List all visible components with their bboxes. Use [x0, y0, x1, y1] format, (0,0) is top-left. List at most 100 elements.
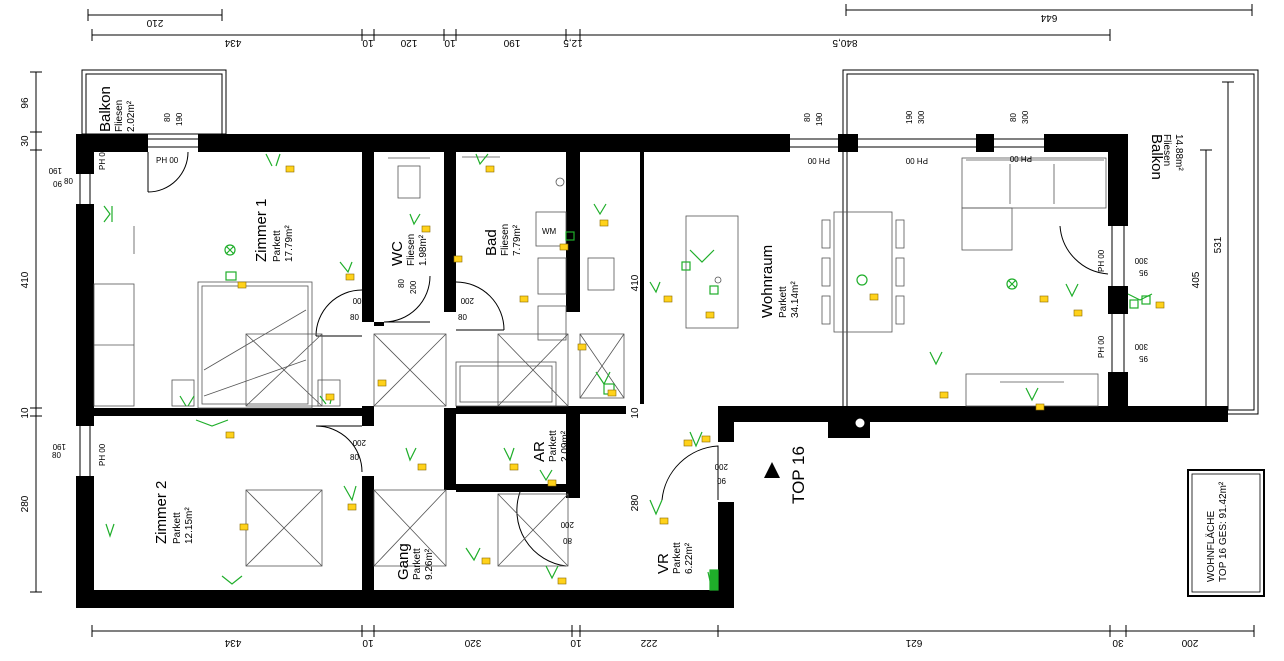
dim-bottom-200: 200	[1181, 637, 1198, 648]
dim-left-280: 280	[20, 495, 31, 512]
ph-label: PH 00	[98, 147, 107, 170]
door-h: 200	[714, 462, 728, 471]
room-name: Balkon	[1148, 134, 1165, 180]
sideboard	[965, 373, 1099, 407]
bathtub	[455, 361, 557, 407]
window-h: 300	[1134, 342, 1148, 351]
ph-label: PH 00	[1009, 154, 1032, 163]
room-material: Parkett	[672, 542, 683, 574]
room-label-zimmer2: Zimmer 2 Parkett 12.15m²	[153, 481, 195, 544]
dim-left-96: 96	[20, 97, 31, 109]
room-label-ar: AR Parkett 2.09m²	[531, 430, 571, 462]
annotation-tags	[225, 165, 1165, 585]
window-w: 90	[53, 179, 62, 188]
walls	[76, 134, 1228, 608]
window-w: 80	[64, 177, 73, 186]
room-material: Fliesen	[1161, 134, 1172, 166]
room-area: 7.79m²	[512, 224, 523, 256]
door-w: 80	[563, 536, 572, 545]
window-w: 80	[163, 113, 172, 122]
window-h: 190	[48, 166, 62, 175]
dim-bottom-434: 434	[224, 637, 241, 648]
summary-title: WOHNFLÄCHE	[1205, 511, 1217, 582]
dim-top-120: 120	[400, 37, 417, 48]
dim-bottom-621: 621	[905, 637, 922, 648]
dim-right-405: 405	[1191, 271, 1202, 288]
dim-top-12-5: 12,5	[563, 37, 583, 48]
dim-bottom-30: 30	[1112, 637, 1124, 648]
dim-bottom-222: 222	[640, 637, 657, 648]
entrance-triangle-icon	[764, 462, 780, 478]
dim-inner-280: 280	[630, 494, 641, 511]
ph-label: PH 00	[1097, 335, 1106, 358]
ph-label: PH 00	[156, 156, 179, 165]
window-w: 95	[1139, 268, 1148, 277]
room-area: 14.88m²	[1173, 134, 1184, 171]
door-w: 80	[397, 279, 406, 288]
dim-top-434: 434	[224, 37, 241, 48]
dimension-lines: 210 644 434 10 120 10 190 12,5 840,5 434…	[20, 4, 1255, 648]
dim-top-644: 644	[1040, 12, 1057, 23]
window-h: 190	[175, 112, 184, 126]
kitchen-island	[685, 215, 739, 329]
room-label-wohnraum: Wohnraum Parkett 34.14m²	[759, 245, 801, 318]
column-marker	[854, 417, 866, 429]
door-w: 90	[717, 476, 726, 485]
room-material: Fliesen	[114, 100, 125, 132]
dim-inner-410a: 410	[630, 274, 641, 291]
door-swings	[147, 151, 1109, 567]
room-name: Wohnraum	[759, 245, 776, 318]
dining-table	[833, 211, 893, 333]
door-h: 200	[352, 296, 366, 305]
door-h: 200	[352, 438, 366, 447]
room-label-balkon-small: Balkon Fliesen 2.02m²	[97, 86, 137, 132]
unit-label: TOP 16	[789, 446, 808, 504]
window-h: 190	[815, 112, 824, 126]
dim-left-10: 10	[20, 407, 31, 419]
door-w: 80	[350, 453, 359, 462]
summary-value: TOP 16 GES: 91.42m²	[1218, 481, 1229, 582]
furniture	[93, 156, 1107, 567]
window-h: 300	[917, 110, 926, 124]
bed	[197, 281, 313, 409]
room-name: VR	[655, 553, 672, 574]
ph-label: PH 00	[1097, 249, 1106, 272]
room-name: WC	[389, 241, 406, 266]
window-h: 190	[52, 442, 66, 451]
sofa	[961, 157, 1107, 209]
room-name: Bad	[483, 229, 500, 256]
room-label-wc: WC Fliesen 1.98m²	[389, 234, 429, 266]
dim-left-410: 410	[20, 271, 31, 288]
door-w: 80	[458, 313, 467, 322]
room-label-gang: Gang Parkett 9.26m²	[395, 543, 435, 580]
room-area: 17.79m²	[284, 225, 295, 262]
room-name: Zimmer 1	[253, 199, 270, 262]
room-material: Parkett	[272, 230, 283, 262]
window-h: 300	[1134, 256, 1148, 265]
washer-label: WM	[542, 227, 557, 236]
room-label-bad: Bad Fliesen 7.79m²	[483, 224, 523, 256]
room-area: 9.26m²	[424, 548, 435, 580]
dim-top-840-5: 840,5	[832, 37, 857, 48]
door-h: 200	[460, 296, 474, 305]
washer-box	[535, 211, 567, 247]
room-label-zimmer1: Zimmer 1 Parkett 17.79m²	[253, 199, 295, 262]
dim-bottom-10b: 10	[570, 637, 582, 648]
room-material: Fliesen	[500, 224, 511, 256]
dim-right-531: 531	[1213, 236, 1224, 253]
dim-top-10b: 10	[444, 37, 456, 48]
dim-bottom-10a: 10	[362, 637, 374, 648]
room-label-balkon-large: Balkon Fliesen 14.88m²	[1148, 134, 1184, 180]
ph-label: PH 00	[905, 156, 928, 165]
door-h: 200	[560, 520, 574, 529]
room-area: 2.02m²	[126, 100, 137, 132]
room-material: Parkett	[778, 286, 789, 318]
window-lines	[79, 138, 1125, 476]
room-area: 1.98m²	[418, 234, 429, 266]
ph-label: PH 00	[807, 156, 830, 165]
window-w: 95	[1139, 354, 1148, 363]
dim-top-190: 190	[503, 37, 520, 48]
room-area: 12.15m²	[184, 507, 195, 544]
summary-box: WOHNFLÄCHE TOP 16 GES: 91.42m²	[1187, 469, 1265, 597]
